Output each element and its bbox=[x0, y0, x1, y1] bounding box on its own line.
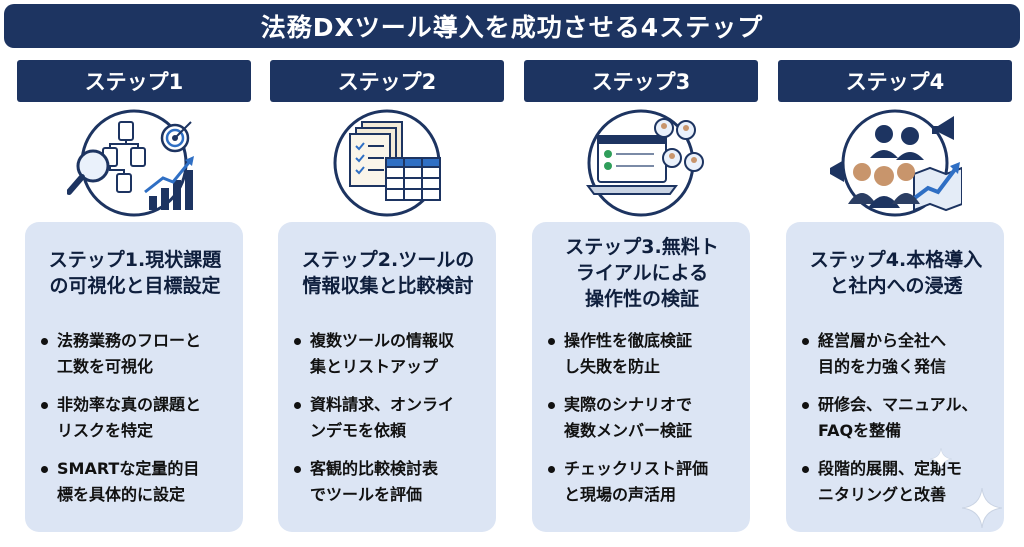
flowchart-icon bbox=[102, 121, 146, 193]
comparison-table-icon bbox=[385, 157, 441, 201]
step-card: ステップ1.現状課題 の可視化と目標設定 法務業務のフローと 工数を可視化 非効… bbox=[25, 222, 243, 532]
bullet-item: 実際のシナリオで 複数メンバー検証 bbox=[546, 392, 738, 444]
growth-map-icon bbox=[910, 162, 962, 212]
bullet-item: 段階的展開、定期モ ニタリングと改善 bbox=[800, 456, 992, 508]
step-card: ステップ3.無料ト ライアルによる 操作性の検証 操作性を徹底検証 し失敗を防止… bbox=[532, 222, 750, 532]
bullet-list: 法務業務のフローと 工数を可視化 非効率な真の課題と リスクを特定 SMARTな… bbox=[39, 328, 231, 508]
bullet-item: SMARTな定量的目 標を具体的に設定 bbox=[39, 456, 231, 508]
step-card: ステップ4.本格導入 と社内への浸透 経営層から全社へ 目的を力強く発信 研修会… bbox=[786, 222, 1004, 532]
step-card: ステップ2.ツールの 情報収集と比較検討 複数ツールの情報収 集とリストアップ … bbox=[278, 222, 496, 532]
card-title: ステップ4.本格導入 と社内への浸透 bbox=[809, 249, 983, 297]
card-title: ステップ3.無料ト ライアルによる 操作性の検証 bbox=[565, 236, 719, 310]
bullet-list: 経営層から全社へ 目的を力強く発信 研修会、マニュアル、 FAQを整備 段階的展… bbox=[800, 328, 992, 508]
step-header: ステップ2 bbox=[270, 60, 504, 102]
step3-illustration bbox=[586, 109, 704, 217]
step-header: ステップ3 bbox=[524, 60, 758, 102]
sparkle-icon bbox=[930, 448, 952, 470]
bullet-item: 法務業務のフローと 工数を可視化 bbox=[39, 328, 231, 380]
team-icon bbox=[848, 125, 924, 208]
bullet-item: 客観的比較検討表 でツールを評価 bbox=[292, 456, 484, 508]
bullet-list: 複数ツールの情報収 集とリストアップ 資料請求、オンライ ンデモを依頼 客観的比… bbox=[292, 328, 484, 508]
growth-chart-icon bbox=[144, 156, 194, 210]
checklist-documents-icon bbox=[349, 121, 403, 187]
target-icon bbox=[160, 121, 192, 153]
step-header: ステップ4 bbox=[778, 60, 1012, 102]
step-column-2: ステップ2 ステップ2.ツールの 情報収集と比較検討 複数ツールの情報収 集とリ… bbox=[270, 60, 504, 540]
bullet-item: 経営層から全社へ 目的を力強く発信 bbox=[800, 328, 992, 380]
step4-illustration bbox=[830, 109, 962, 217]
bullet-list: 操作性を徹底検証 し失敗を防止 実際のシナリオで 複数メンバー検証 チェックリス… bbox=[546, 328, 738, 508]
step1-illustration bbox=[67, 109, 194, 217]
magnifier-icon bbox=[67, 149, 110, 195]
sparkle-icon bbox=[962, 488, 1002, 528]
megaphone-icon bbox=[830, 116, 954, 182]
bullet-item: 非効率な真の課題と リスクを特定 bbox=[39, 392, 231, 444]
bullet-item: チェックリスト評価 と現場の声活用 bbox=[546, 456, 738, 508]
step2-illustration bbox=[333, 109, 441, 217]
card-title: ステップ1.現状課題 の可視化と目標設定 bbox=[48, 249, 222, 297]
step-header: ステップ1 bbox=[17, 60, 251, 102]
page-title: 法務DXツール導入を成功させる4ステップ bbox=[4, 4, 1020, 48]
card-title: ステップ2.ツールの 情報収集と比較検討 bbox=[301, 249, 475, 297]
step-column-4: ステップ4 ステップ4.本格導入 と社内への浸透 経営層か bbox=[778, 60, 1012, 540]
step-column-1: ステップ1 ステップ1.現状課題 の可視化と目 bbox=[17, 60, 251, 540]
bullet-item: 資料請求、オンライ ンデモを依頼 bbox=[292, 392, 484, 444]
bullet-item: 操作性を徹底検証 し失敗を防止 bbox=[546, 328, 738, 380]
laptop-icon bbox=[586, 135, 678, 195]
bullet-item: 複数ツールの情報収 集とリストアップ bbox=[292, 328, 484, 380]
bullet-item: 研修会、マニュアル、 FAQを整備 bbox=[800, 392, 992, 444]
step-column-3: ステップ3 ステップ3.無料ト ライアルによる 操作性の検証 操作性を徹底検証 … bbox=[524, 60, 758, 540]
users-icon bbox=[654, 118, 704, 172]
